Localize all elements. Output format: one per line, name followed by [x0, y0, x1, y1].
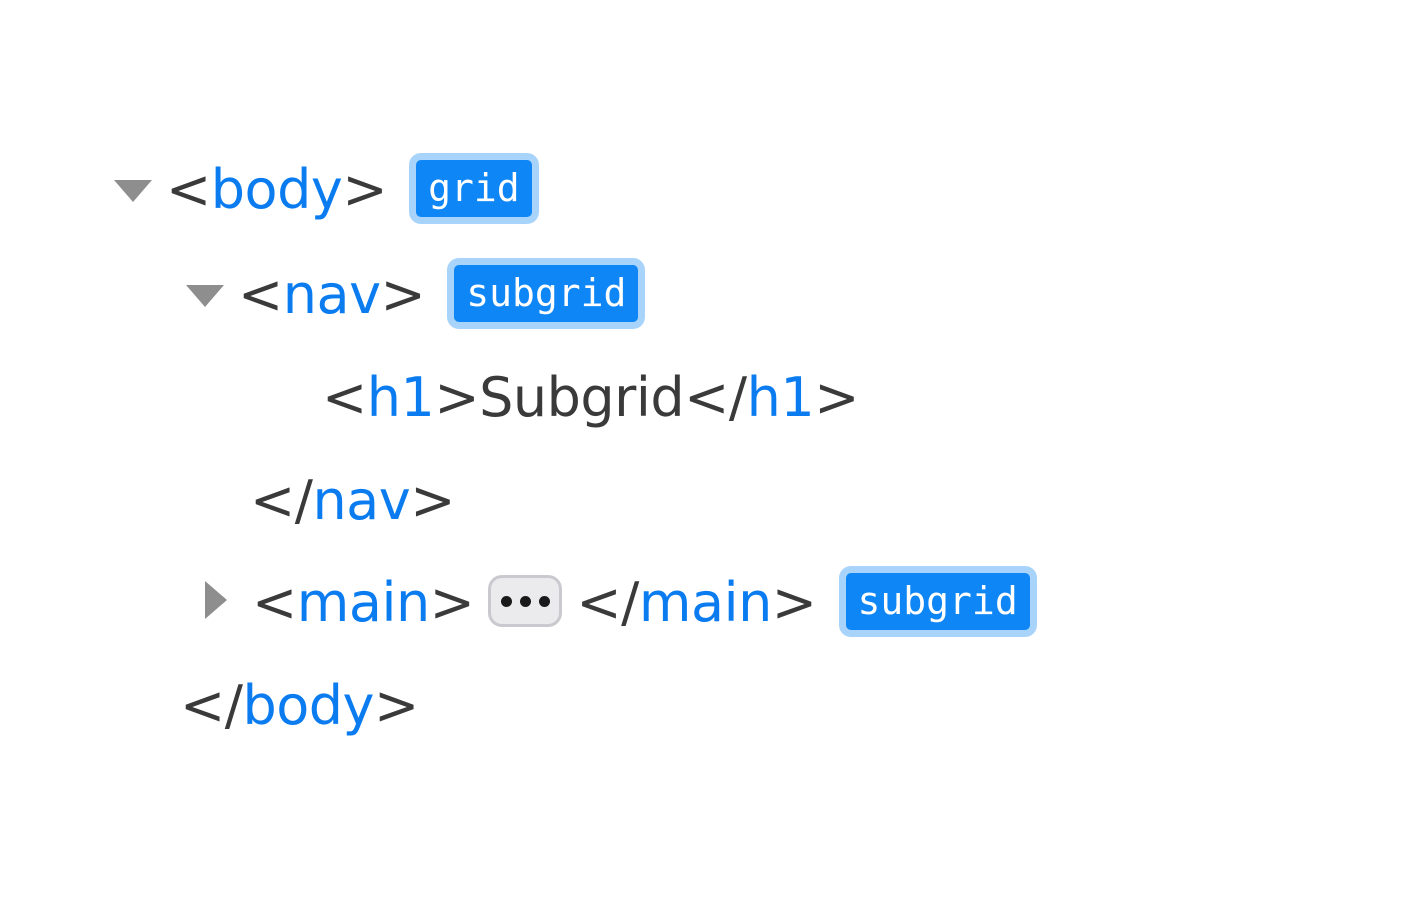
- ellipsis-dot-3: [538, 595, 550, 607]
- open-angle-bracket: <: [166, 158, 211, 221]
- tag-name-main[interactable]: main: [296, 571, 430, 634]
- disclosure-triangle-collapsed-icon[interactable]: [196, 580, 242, 626]
- close-angle-bracket: >: [434, 366, 480, 429]
- end-tag-name-body[interactable]: body: [242, 674, 375, 737]
- end-open-angle-bracket: </: [684, 366, 747, 429]
- tag-name-nav[interactable]: nav: [282, 263, 381, 326]
- end-close-angle-bracket: >: [771, 571, 817, 634]
- end-tag-name-h1[interactable]: h1: [746, 366, 815, 429]
- disclosure-triangle-expanded-icon[interactable]: [110, 167, 156, 213]
- grid-adornment-badge-subgrid[interactable]: subgrid: [447, 257, 646, 329]
- end-tag-name-main[interactable]: main: [638, 571, 772, 634]
- tag-name-body[interactable]: body: [210, 158, 343, 221]
- text-node-content[interactable]: Subgrid: [479, 366, 685, 429]
- open-angle-bracket: <: [322, 366, 367, 429]
- grid-adornment-badge-subgrid[interactable]: subgrid: [838, 565, 1037, 637]
- end-close-angle-bracket: >: [410, 469, 455, 532]
- open-angle-bracket: <: [252, 571, 297, 634]
- dom-node-row-body-open[interactable]: <body> grid: [110, 152, 539, 225]
- expand-children-ellipsis-icon[interactable]: [488, 575, 563, 627]
- end-close-angle-bracket: >: [814, 366, 859, 429]
- end-open-angle-bracket: </: [250, 469, 313, 532]
- tag-name-h1[interactable]: h1: [366, 366, 435, 429]
- grid-adornment-badge-grid[interactable]: grid: [409, 152, 539, 224]
- close-angle-bracket: >: [380, 263, 426, 326]
- dom-node-row-body-close[interactable]: </body>: [180, 671, 419, 741]
- open-angle-bracket: <: [238, 263, 283, 326]
- dom-node-row-nav-open[interactable]: <nav> subgrid: [182, 257, 646, 330]
- close-angle-bracket: >: [342, 158, 388, 221]
- dom-node-row-nav-close[interactable]: </nav>: [250, 466, 455, 536]
- ellipsis-dot-1: [500, 595, 512, 607]
- close-angle-bracket: >: [429, 571, 475, 634]
- end-close-angle-bracket: >: [374, 674, 419, 737]
- end-open-angle-bracket: </: [576, 571, 639, 634]
- end-open-angle-bracket: </: [180, 674, 243, 737]
- dom-node-row-h1[interactable]: <h1>Subgrid</h1>: [322, 363, 859, 433]
- ellipsis-dot-2: [519, 595, 531, 607]
- end-tag-name-nav[interactable]: nav: [312, 469, 411, 532]
- disclosure-triangle-expanded-icon[interactable]: [182, 272, 228, 318]
- dom-node-row-main[interactable]: <main> </main> subgrid: [196, 565, 1037, 638]
